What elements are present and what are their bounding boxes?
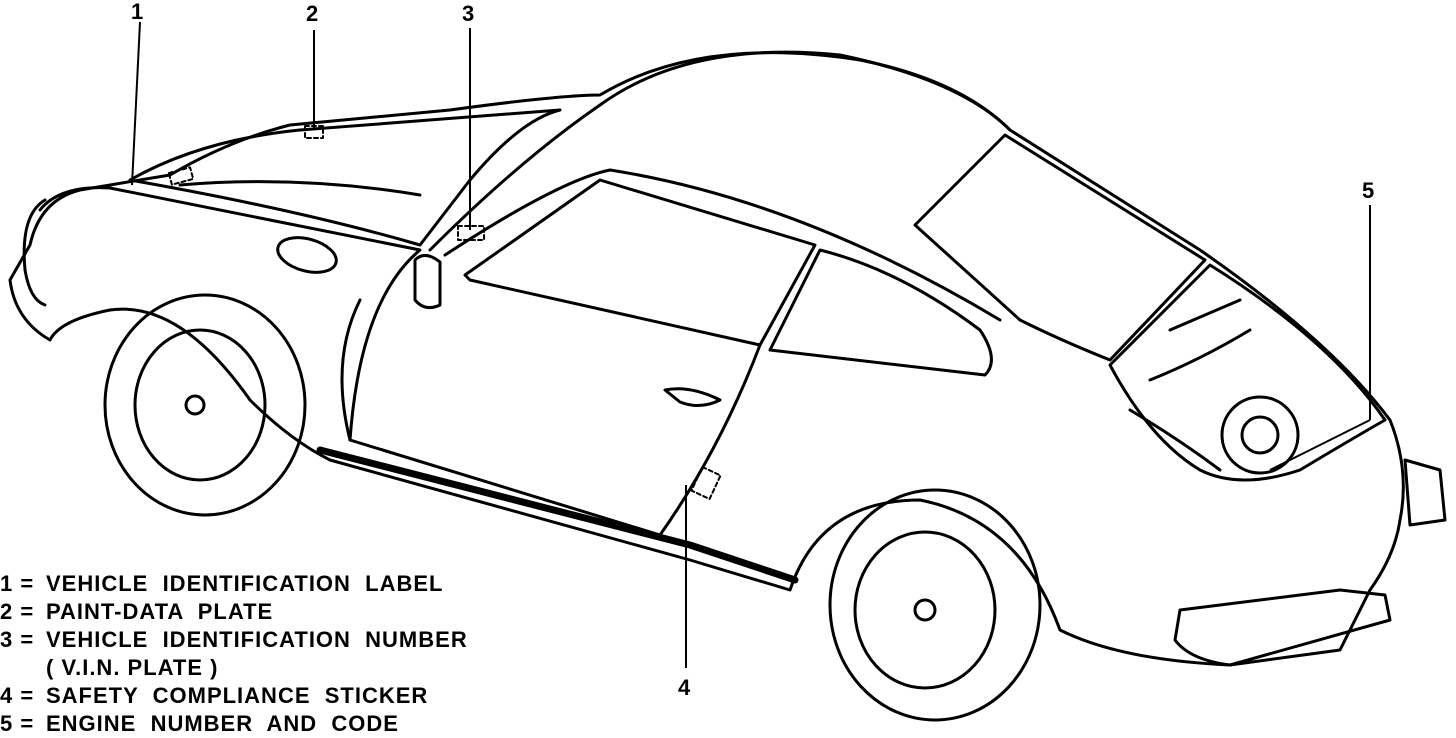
fuel-filler-lid	[276, 236, 338, 274]
callout-number-3: 3	[462, 1, 474, 26]
door-handle	[663, 387, 722, 407]
front-headlight	[22, 198, 47, 307]
callout-number-5: 5	[1362, 178, 1374, 203]
legend: 1 = VEHICLE IDENTIFICATION LABEL 2 = PAINT…	[0, 570, 468, 738]
marker-safety-compliance-sticker	[690, 465, 722, 501]
front-wheel-rim	[133, 328, 267, 482]
roof-inner-line	[443, 168, 1002, 322]
marker-vehicle-identification-label	[167, 166, 195, 186]
legend-key: 5 =	[0, 711, 35, 736]
legend-key: 1 =	[0, 571, 35, 596]
front-wheel-tire	[103, 293, 307, 517]
rear-wheel-rim	[853, 530, 997, 690]
roof-line	[428, 50, 1012, 252]
legend-key: 4 =	[0, 683, 35, 708]
hood-center-line	[178, 180, 422, 197]
engine-compartment	[1108, 263, 1387, 482]
rear-exhaust	[1403, 458, 1447, 527]
legend-text: ( V.I.N. PLATE )	[46, 655, 219, 680]
legend-key: 3 =	[0, 627, 35, 652]
rear-bumper	[1173, 588, 1392, 667]
car-body-outline	[8, 51, 1405, 667]
side-mirror	[413, 254, 442, 310]
legend-item-continuation: ( V.I.N. PLATE )	[0, 654, 468, 682]
front-hood	[128, 108, 562, 247]
door-window	[463, 178, 817, 347]
legend-text: VEHICLE IDENTIFICATION LABEL	[46, 571, 444, 596]
legend-text: SAFETY COMPLIANCE STICKER	[46, 683, 429, 708]
rear-quarter-window	[768, 248, 993, 377]
legend-item: 2 = PAINT-DATA PLATE	[0, 598, 468, 626]
door-panel	[340, 298, 762, 537]
legend-key: 2 =	[0, 599, 35, 624]
legend-item: 3 = VEHICLE IDENTIFICATION NUMBER	[0, 626, 468, 654]
callout-number-2: 2	[306, 1, 318, 26]
legend-text: ENGINE NUMBER AND CODE	[46, 711, 399, 736]
legend-item: 4 = SAFETY COMPLIANCE STICKER	[0, 682, 468, 710]
leader-line-1	[131, 21, 141, 186]
rear-window	[913, 133, 1207, 362]
front-fender	[38, 186, 422, 442]
rear-wheel-tire	[828, 488, 1042, 722]
legend-text: PAINT-DATA PLATE	[46, 599, 274, 624]
legend-item: 1 = VEHICLE IDENTIFICATION LABEL	[0, 570, 468, 598]
callout-number-4: 4	[678, 675, 691, 700]
engine-pulley	[1220, 395, 1300, 475]
legend-text: VEHICLE IDENTIFICATION NUMBER	[46, 627, 468, 652]
rocker-panel	[316, 446, 799, 584]
callout-number-1: 1	[131, 0, 143, 24]
legend-item: 5 = ENGINE NUMBER AND CODE	[0, 710, 468, 738]
